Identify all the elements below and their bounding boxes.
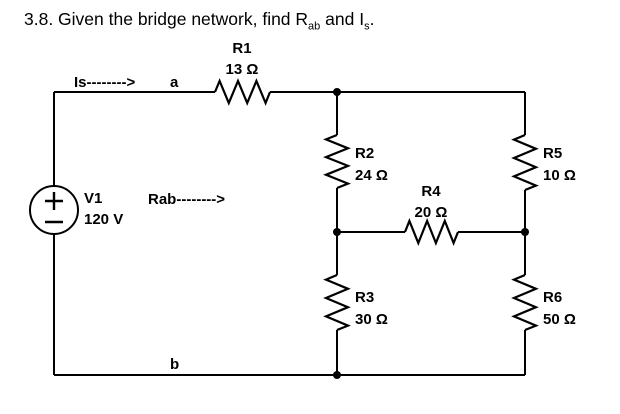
- title-text-2: and I: [320, 9, 365, 29]
- resistor-R5-symbol: [511, 133, 539, 192]
- title-text-3: .: [369, 9, 375, 29]
- problem-title: 3.8. Given the bridge network, find Rab …: [24, 9, 375, 33]
- resistor-R2-name: R2: [355, 145, 374, 162]
- resistor-R2-symbol: [323, 133, 351, 190]
- junction-node-top: [333, 88, 341, 96]
- resistor-R6-value: 50 Ω: [543, 311, 576, 328]
- source-name-label: V1: [84, 190, 102, 207]
- node-b-label: b: [170, 356, 179, 373]
- resistor-R1-name: R1: [232, 40, 251, 57]
- title-subscript-ab: ab: [308, 20, 321, 33]
- resistor-R1-symbol: [213, 78, 272, 106]
- junction-node-mid-left: [333, 228, 341, 236]
- title-text-1: 3.8. Given the bridge network, find R: [24, 9, 309, 29]
- resistor-R4-name: R4: [421, 183, 441, 200]
- node-a-label: a: [170, 74, 179, 91]
- junction-node-mid-right: [521, 228, 529, 236]
- current-arrow-label: Is-------->: [74, 74, 135, 91]
- junction-node-bottom: [333, 371, 341, 379]
- plus-icon: [45, 192, 63, 210]
- resistor-R6-symbol: [511, 273, 539, 332]
- resistor-R4-value: 20 Ω: [415, 204, 448, 221]
- resistor-R3-value: 30 Ω: [355, 311, 388, 328]
- resistor-R5-name: R5: [543, 145, 562, 162]
- resistor-R1-value: 13 Ω: [226, 61, 259, 78]
- resistor-R4-symbol: [403, 218, 460, 246]
- resistor-R3-name: R3: [355, 289, 374, 306]
- title-subscript-s: s: [364, 20, 370, 33]
- resistor-R3-symbol: [323, 273, 351, 332]
- rab-arrow-label: Rab-------->: [148, 191, 225, 208]
- resistor-R6-name: R6: [543, 289, 562, 306]
- resistor-R5-value: 10 Ω: [543, 167, 576, 184]
- resistor-R2-value: 24 Ω: [355, 167, 388, 184]
- source-value-label: 120 V: [84, 211, 123, 228]
